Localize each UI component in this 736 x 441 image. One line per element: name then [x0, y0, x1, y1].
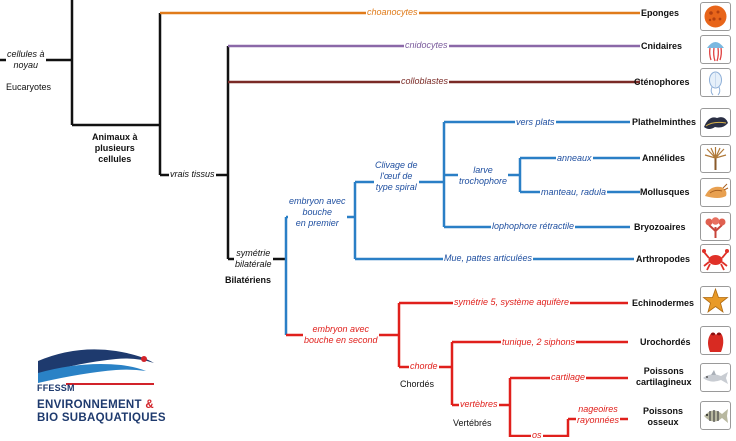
trait-label-lophophore: lophophore rétractile: [491, 221, 576, 232]
mollusc-icon: [700, 178, 731, 207]
node-label-clivage-spiral: Clivage de l'œuf de type spiral: [374, 160, 419, 193]
trait-label-vers-plats: vers plats: [515, 117, 556, 128]
logo-wordmark: FFESSM: [37, 383, 75, 393]
sea-squirt-icon: [700, 326, 731, 355]
trait-label-anneaux: anneaux: [556, 153, 593, 164]
comb-jelly-icon: [700, 68, 731, 97]
taxon-echinodermes: Echinodermes: [632, 298, 695, 308]
taxon-annelides: Annélides: [642, 153, 686, 163]
tree-black-branches: [0, 0, 286, 261]
logo-line-environnement: ENVIRONNEMENT &: [37, 399, 154, 411]
group-label-bilateriens: Bilatériens: [225, 275, 272, 285]
node-label-vrais-tissus: vrais tissus: [169, 169, 216, 180]
group-label-animaux: Animaux à plusieurs cellules: [92, 132, 138, 164]
node-label-cellules-noyau: cellules à noyau: [6, 49, 46, 71]
starfish-icon: [700, 286, 731, 315]
node-label-larve-trochophore: larve trochophore: [458, 165, 509, 187]
cartilaginous-fish-icon: [700, 363, 731, 392]
sponge-icon: [700, 2, 731, 31]
node-label-symetrie-bilaterale: symétrie bilatérale: [234, 248, 273, 270]
trait-label-choanocytes: choanocytes: [366, 7, 419, 18]
taxon-urochordes: Urochordés: [640, 337, 691, 347]
taxon-bryozoaires: Bryozoaires: [634, 222, 686, 232]
taxon-mollusques: Mollusques: [640, 187, 690, 197]
trait-label-symetrie-5: symétrie 5, système aquifère: [453, 297, 571, 308]
taxon-poissons-cartilagineux: Poissons cartilagineux: [636, 366, 692, 387]
trait-label-colloblastes: colloblastes: [400, 76, 450, 87]
annelid-worm-icon: [700, 144, 731, 173]
trait-label-manteau-radula: manteau, radula: [540, 187, 608, 198]
taxon-ctenophores: Cténophores: [634, 77, 690, 87]
trait-label-mue-pattes: Mue, pattes articulées: [443, 253, 534, 264]
node-label-os: os: [531, 430, 543, 441]
taxon-arthropodes: Arthropodes: [636, 254, 690, 264]
group-label-eucaryotes: Eucaryotes: [6, 82, 52, 92]
group-label-vertebres: Vertébrés: [453, 418, 492, 428]
taxon-poissons-osseux: Poissons osseux: [643, 406, 684, 427]
node-label-vertebres: vertèbres: [459, 399, 499, 410]
taxon-plathelminthes: Plathelminthes: [632, 117, 697, 127]
trait-label-nageoires-rayonnees: nageoires rayonnées: [576, 404, 621, 426]
node-label-chorde: chorde: [409, 361, 439, 372]
trait-label-cartilage: cartilage: [550, 372, 587, 383]
logo-wave-graphic: [38, 349, 154, 385]
jellyfish-icon: [700, 35, 731, 64]
ffessm-logo: FFESSM ENVIRONNEMENT & BIO SUBAQUATIQUES: [36, 343, 166, 433]
trait-label-tunique: tunique, 2 siphons: [501, 337, 577, 348]
flatworm-icon: [700, 108, 731, 137]
taxon-cnidaires: Cnidaires: [641, 41, 683, 51]
trait-label-cnidocytes: cnidocytes: [404, 40, 449, 51]
crab-icon: [700, 244, 731, 273]
logo-line-bio-subaquatiques: BIO SUBAQUATIQUES: [37, 412, 166, 424]
group-label-chordes: Chordés: [400, 379, 435, 389]
bryozoan-icon: [700, 212, 731, 241]
taxon-eponges: Eponges: [641, 8, 680, 18]
node-label-embryon-bouche-second: embryon avec bouche en second: [303, 324, 379, 346]
node-label-embryon-bouche-premier: embryon avec bouche en premier: [288, 196, 347, 229]
bony-fish-icon: [700, 401, 731, 430]
